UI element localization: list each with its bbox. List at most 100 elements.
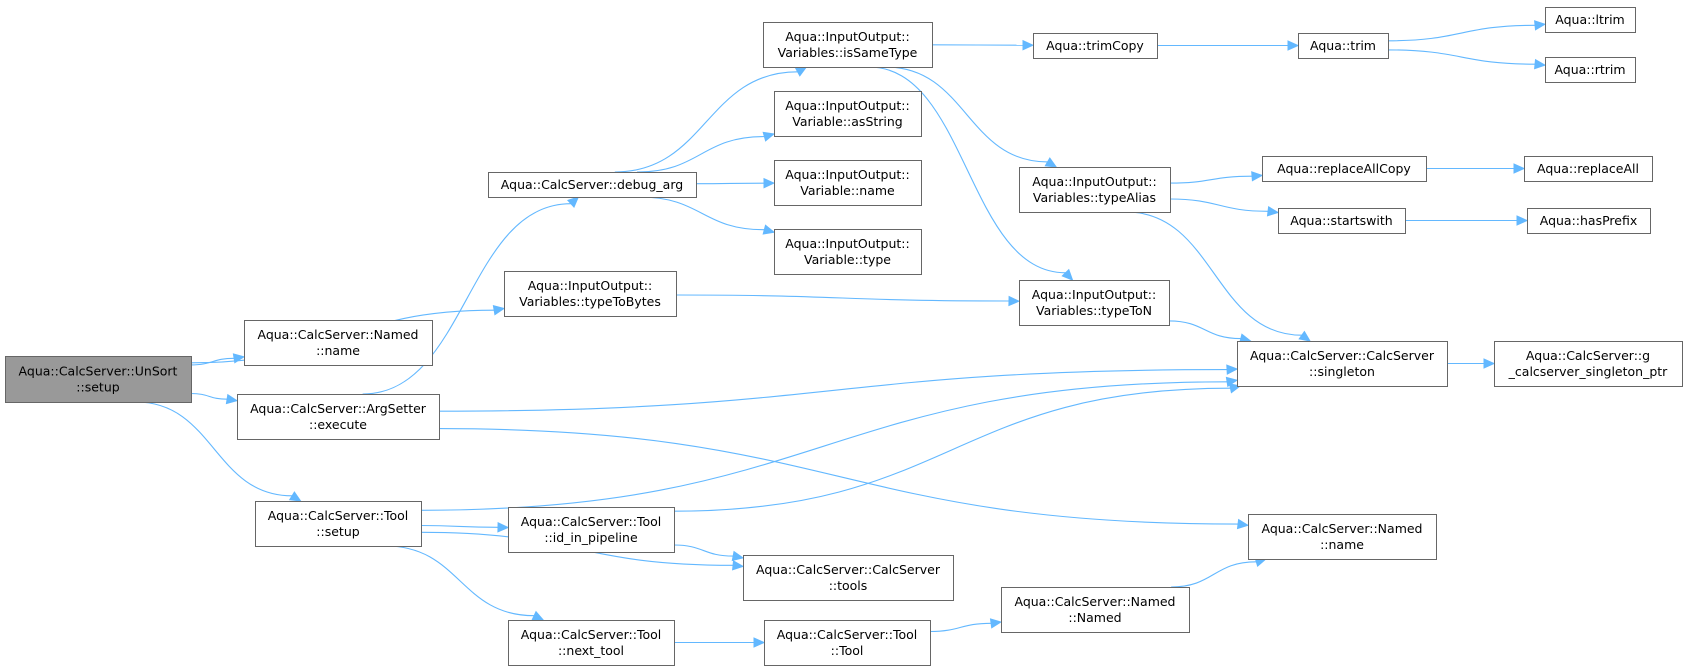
edge-replaceAllCopy-to-replaceAll <box>1425 163 1526 174</box>
edge-trim-to-ltrim <box>1387 20 1547 42</box>
node-label-line: Variables::typeToN <box>1036 303 1152 318</box>
node-startswith[interactable]: Aqua::startswith <box>1278 208 1406 234</box>
node-label-line: ::tools <box>829 578 868 593</box>
node-label-line: Aqua::InputOutput:: <box>785 167 909 182</box>
node-box <box>1298 33 1389 59</box>
node-label-line: Variables::typeAlias <box>1033 190 1156 205</box>
node-box <box>237 394 440 440</box>
node-typeToN[interactable]: Aqua::InputOutput::Variables::typeToN <box>1019 280 1170 326</box>
node-label-line: Aqua::InputOutput:: <box>785 98 909 113</box>
node-box <box>1545 7 1636 33</box>
edge-argsetter-execute-to-debug-arg <box>362 196 580 395</box>
node-box <box>1033 33 1158 59</box>
node-box <box>774 91 922 137</box>
nodes-layer: Aqua::CalcServer::UnSort::setup Aqua::Inp… <box>5 7 1683 666</box>
node-replaceAllCopy[interactable]: Aqua::replaceAllCopy <box>1262 156 1427 182</box>
node-label-line: Aqua::CalcServer::CalcServer <box>1250 348 1435 363</box>
node-box <box>763 22 933 68</box>
node-tool-ctor[interactable]: Aqua::CalcServer::Tool::Tool <box>764 620 931 666</box>
edge-debug-arg-to-var-type <box>639 196 776 235</box>
node-box <box>508 507 675 553</box>
node-tool-setup[interactable]: Aqua::CalcServer::Tool::setup <box>255 501 422 547</box>
node-box <box>1545 57 1636 83</box>
node-var-type[interactable]: Aqua::InputOutput::Variable::type <box>774 229 922 275</box>
node-label-line: Aqua::CalcServer::ArgSetter <box>250 401 427 416</box>
node-label-line: Aqua::rtrim <box>1554 62 1625 77</box>
node-label-line: Variables::isSameType <box>778 45 918 60</box>
node-box <box>244 320 433 366</box>
node-named-name-1[interactable]: Aqua::CalcServer::Named::name <box>244 320 433 366</box>
node-label-line: Variables::typeToBytes <box>519 294 661 309</box>
edge-typeAlias-to-replaceAllCopy <box>1169 171 1264 184</box>
node-label-line: ::setup <box>76 380 119 395</box>
node-debug-arg[interactable]: Aqua::CalcServer::debug_arg <box>488 172 697 198</box>
node-label-line: Aqua::ltrim <box>1555 12 1624 27</box>
node-trim[interactable]: Aqua::trim <box>1298 33 1389 59</box>
node-box <box>1524 156 1653 182</box>
node-label-line: Aqua::InputOutput:: <box>528 278 652 293</box>
edges-layer <box>136 20 1547 648</box>
node-box <box>255 501 422 547</box>
node-box <box>774 229 922 275</box>
edge-tool-setup-to-id-in-pipeline <box>420 522 510 533</box>
node-box <box>743 555 954 601</box>
edge-typeToBytes-to-typeToN <box>675 294 1021 307</box>
node-box <box>1248 514 1437 560</box>
edge-named-named-to-named-name-2 <box>1171 556 1268 588</box>
edge-typeAlias-to-startswith <box>1169 198 1280 217</box>
node-replaceAll[interactable]: Aqua::replaceAll <box>1524 156 1653 182</box>
node-ltrim[interactable]: Aqua::ltrim <box>1545 7 1636 33</box>
node-rtrim[interactable]: Aqua::rtrim <box>1545 57 1636 83</box>
edge-setup-unsort-to-argsetter-execute <box>190 392 239 405</box>
node-typeAlias[interactable]: Aqua::InputOutput::Variables::typeAlias <box>1019 167 1171 213</box>
node-asString[interactable]: Aqua::InputOutput::Variable::asString <box>774 91 922 137</box>
node-id-in-pipeline[interactable]: Aqua::CalcServer::Tool::id_in_pipeline <box>508 507 675 553</box>
node-label-line: Aqua::trim <box>1310 38 1376 53</box>
node-label-line: Aqua::replaceAll <box>1537 161 1639 176</box>
node-box <box>1262 156 1427 182</box>
node-label-line: Aqua::CalcServer::Tool <box>777 627 917 642</box>
node-label-line: Aqua::CalcServer::Named <box>257 327 418 342</box>
edge-id-in-pipeline-to-singleton <box>673 383 1242 512</box>
node-label-line: ::Tool <box>831 643 864 658</box>
edge-id-in-pipeline-to-tools <box>673 544 745 562</box>
node-named-name-2[interactable]: Aqua::CalcServer::Named::name <box>1248 514 1437 560</box>
edge-isSameType-to-trimCopy <box>931 39 1035 51</box>
node-singleton[interactable]: Aqua::CalcServer::CalcServer::singleton <box>1237 341 1448 387</box>
node-box <box>1001 587 1190 633</box>
node-named-named[interactable]: Aqua::CalcServer::Named::Named <box>1001 587 1190 633</box>
node-var-name[interactable]: Aqua::InputOutput::Variable::name <box>774 160 922 206</box>
edge-isSameType-to-typeToN <box>868 66 1074 281</box>
node-argsetter-execute[interactable]: Aqua::CalcServer::ArgSetter::execute <box>237 394 440 440</box>
node-trimCopy[interactable]: Aqua::trimCopy <box>1033 33 1158 59</box>
edge-typeToN-to-singleton <box>1168 320 1252 344</box>
node-setup-unsort[interactable]: Aqua::CalcServer::UnSort::setup <box>5 356 192 403</box>
node-box <box>508 620 675 666</box>
node-label-line: Aqua::trimCopy <box>1046 38 1144 53</box>
node-label-line: Aqua::CalcServer::Named <box>1261 521 1422 536</box>
node-label-line: ::id_in_pipeline <box>544 530 638 545</box>
edge-setup-unsort-to-tool-setup <box>136 401 302 502</box>
node-label-line: Aqua::CalcServer::debug_arg <box>501 177 683 192</box>
node-hasPrefix[interactable]: Aqua::hasPrefix <box>1527 208 1651 234</box>
edge-trim-to-rtrim <box>1387 49 1547 70</box>
node-g-singleton-ptr[interactable]: Aqua::CalcServer::g_calcserver_singleton… <box>1494 341 1683 387</box>
node-tools[interactable]: Aqua::CalcServer::CalcServer::tools <box>743 555 954 601</box>
node-label-line: ::name <box>1320 537 1364 552</box>
edge-trimCopy-to-trim <box>1157 40 1300 51</box>
node-typeToBytes[interactable]: Aqua::InputOutput::Variables::typeToByte… <box>504 271 677 317</box>
node-box <box>774 160 922 206</box>
node-label-line: ::singleton <box>1309 364 1375 379</box>
edge-next-tool-to-tool-ctor <box>673 637 766 648</box>
node-label-line: Aqua::InputOutput:: <box>785 236 909 251</box>
node-label-line: Variable::name <box>800 183 895 198</box>
node-label-line: ::Named <box>1068 610 1121 625</box>
node-label-line: Aqua::CalcServer::Tool <box>521 627 661 642</box>
edge-setup-unsort-to-named-name-1 <box>190 353 246 366</box>
node-isSameType[interactable]: Aqua::InputOutput::Variables::isSameType <box>763 22 933 68</box>
node-label-line: Variable::asString <box>792 114 903 129</box>
node-next-tool[interactable]: Aqua::CalcServer::Tool::next_tool <box>508 620 675 666</box>
node-label-line: ::execute <box>309 417 367 432</box>
node-box <box>1494 341 1683 387</box>
node-label-line: Aqua::hasPrefix <box>1540 213 1638 228</box>
